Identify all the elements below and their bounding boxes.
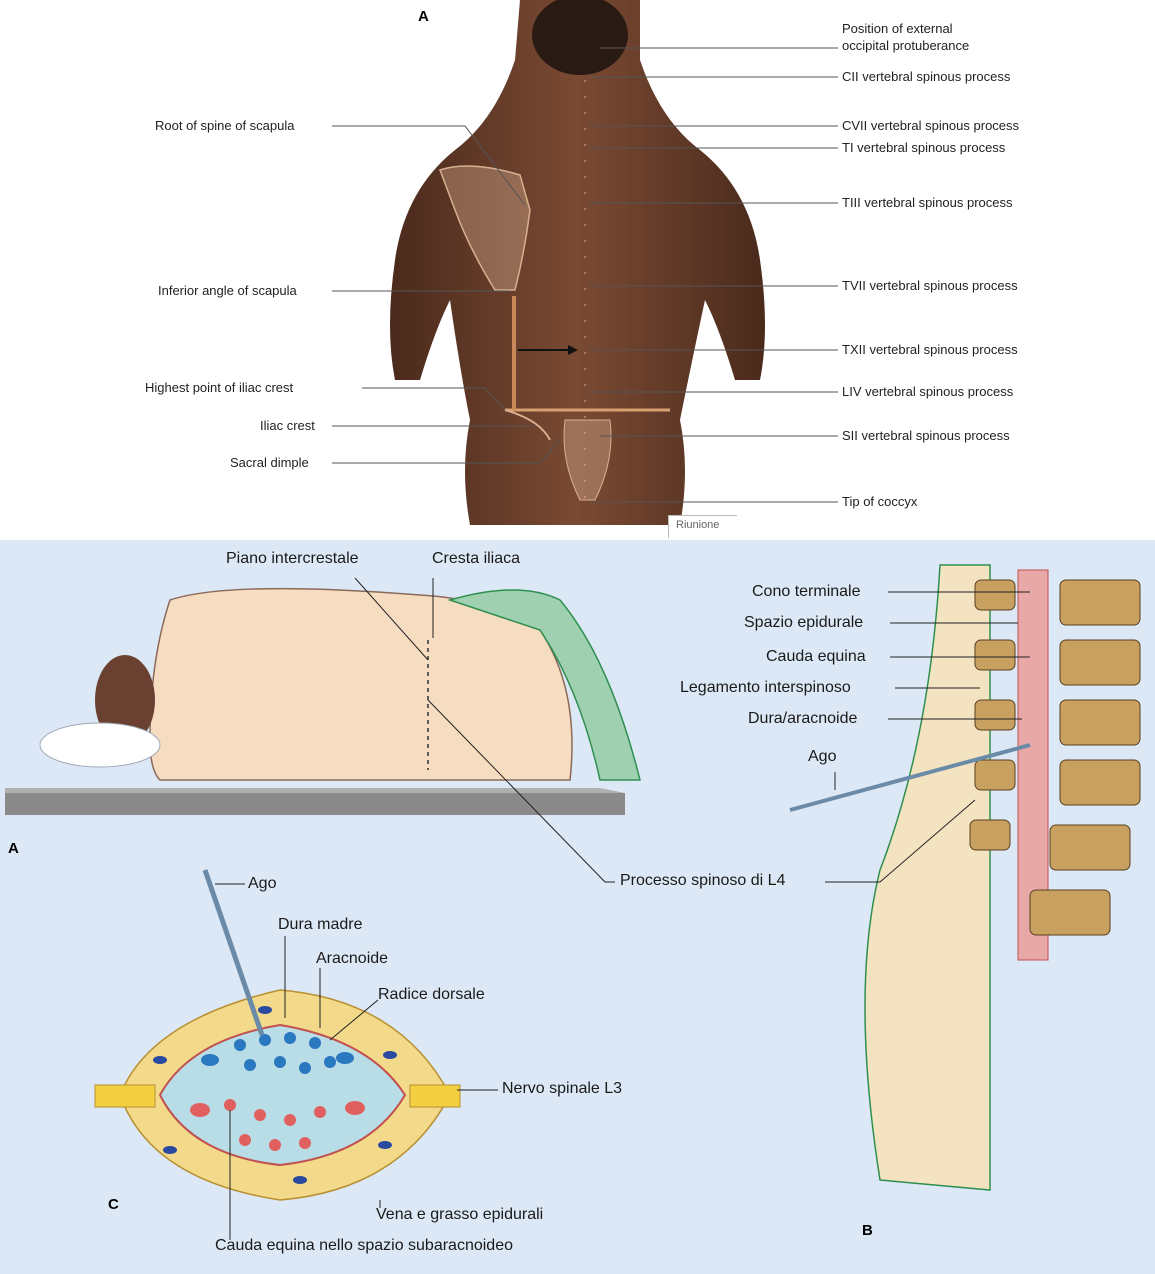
needle-b	[789, 743, 1031, 812]
label-dura-aracnoide: Dura/aracnoide	[748, 710, 858, 727]
label-vena-grasso: Vena e grasso epidurali	[376, 1206, 544, 1223]
torso-silhouette	[390, 0, 765, 525]
label-processo-l4: Processo spinoso di L4	[620, 872, 786, 889]
panel-letter-a-bottom: A	[8, 840, 19, 857]
panel-letter-c: C	[108, 1196, 119, 1213]
caption-riunione: Riunione	[676, 519, 720, 531]
label-iliac-crest: Iliac crest	[260, 418, 315, 433]
label-radice-dorsale: Radice dorsale	[378, 986, 485, 1003]
top-panel: A Position of external occipital protube…	[0, 0, 1155, 540]
label-tiii: TIII vertebral spinous process	[842, 195, 1013, 210]
label-tvii: TVII vertebral spinous process	[842, 278, 1018, 293]
label-root-scapula: Root of spine of scapula	[155, 118, 295, 133]
label-cauda-equina-b: Cauda equina	[766, 648, 866, 665]
ventral-roots	[190, 1099, 365, 1151]
label-ago-c: Ago	[248, 875, 277, 892]
label-occipital-1: Position of external	[842, 21, 953, 36]
vertebrae	[969, 579, 1141, 936]
scapula-outline	[439, 165, 531, 291]
pillow	[39, 722, 161, 768]
label-piano-intercrestale: Piano intercrestale	[226, 550, 359, 567]
label-coccyx: Tip of coccyx	[842, 494, 918, 509]
label-highest-iliac: Highest point of iliac crest	[145, 380, 294, 395]
exam-table	[5, 793, 625, 815]
needle-c	[202, 869, 265, 1036]
label-cauda-equina-c: Cauda equina nello spazio subaracnoideo	[215, 1237, 513, 1254]
bottom-panel: A B C Piano intercrestale Cresta iliaca …	[0, 540, 1155, 1274]
label-cresta-iliaca: Cresta iliaca	[432, 550, 521, 567]
label-occipital-2: occipital protuberance	[842, 38, 970, 53]
label-liv: LIV vertebral spinous process	[842, 384, 1014, 399]
dorsal-roots	[201, 1032, 354, 1074]
label-dura-madre: Dura madre	[278, 916, 363, 933]
head	[532, 0, 628, 75]
back-contour	[864, 564, 991, 1191]
label-ago-b: Ago	[808, 748, 837, 765]
panel-letter-b: B	[862, 1222, 873, 1239]
label-cii: CII vertebral spinous process	[842, 69, 1011, 84]
sacrum-outline	[563, 419, 612, 501]
label-inferior-angle: Inferior angle of scapula	[158, 283, 297, 298]
label-cono-terminale: Cono terminale	[752, 583, 861, 600]
back-anatomy-illustration	[332, 0, 838, 525]
lumbar-puncture-illustration	[5, 564, 1141, 1240]
epidural-veins	[153, 1006, 397, 1184]
caption-box	[668, 515, 737, 538]
label-sacral-dimple: Sacral dimple	[230, 455, 309, 470]
label-cvii: CVII vertebral spinous process	[842, 118, 1020, 133]
panel-letter-a-top: A	[418, 8, 429, 25]
label-aracnoide: Aracnoide	[316, 950, 389, 967]
drape	[447, 589, 641, 781]
label-nervo-spinale: Nervo spinale L3	[502, 1080, 623, 1097]
label-txii: TXII vertebral spinous process	[842, 342, 1018, 357]
patient-head	[95, 655, 155, 745]
label-legamento: Legamento interspinoso	[680, 679, 851, 696]
label-ti: TI vertebral spinous process	[842, 140, 1006, 155]
label-sii: SII vertebral spinous process	[842, 428, 1010, 443]
label-spazio-epidurale: Spazio epidurale	[744, 614, 864, 631]
